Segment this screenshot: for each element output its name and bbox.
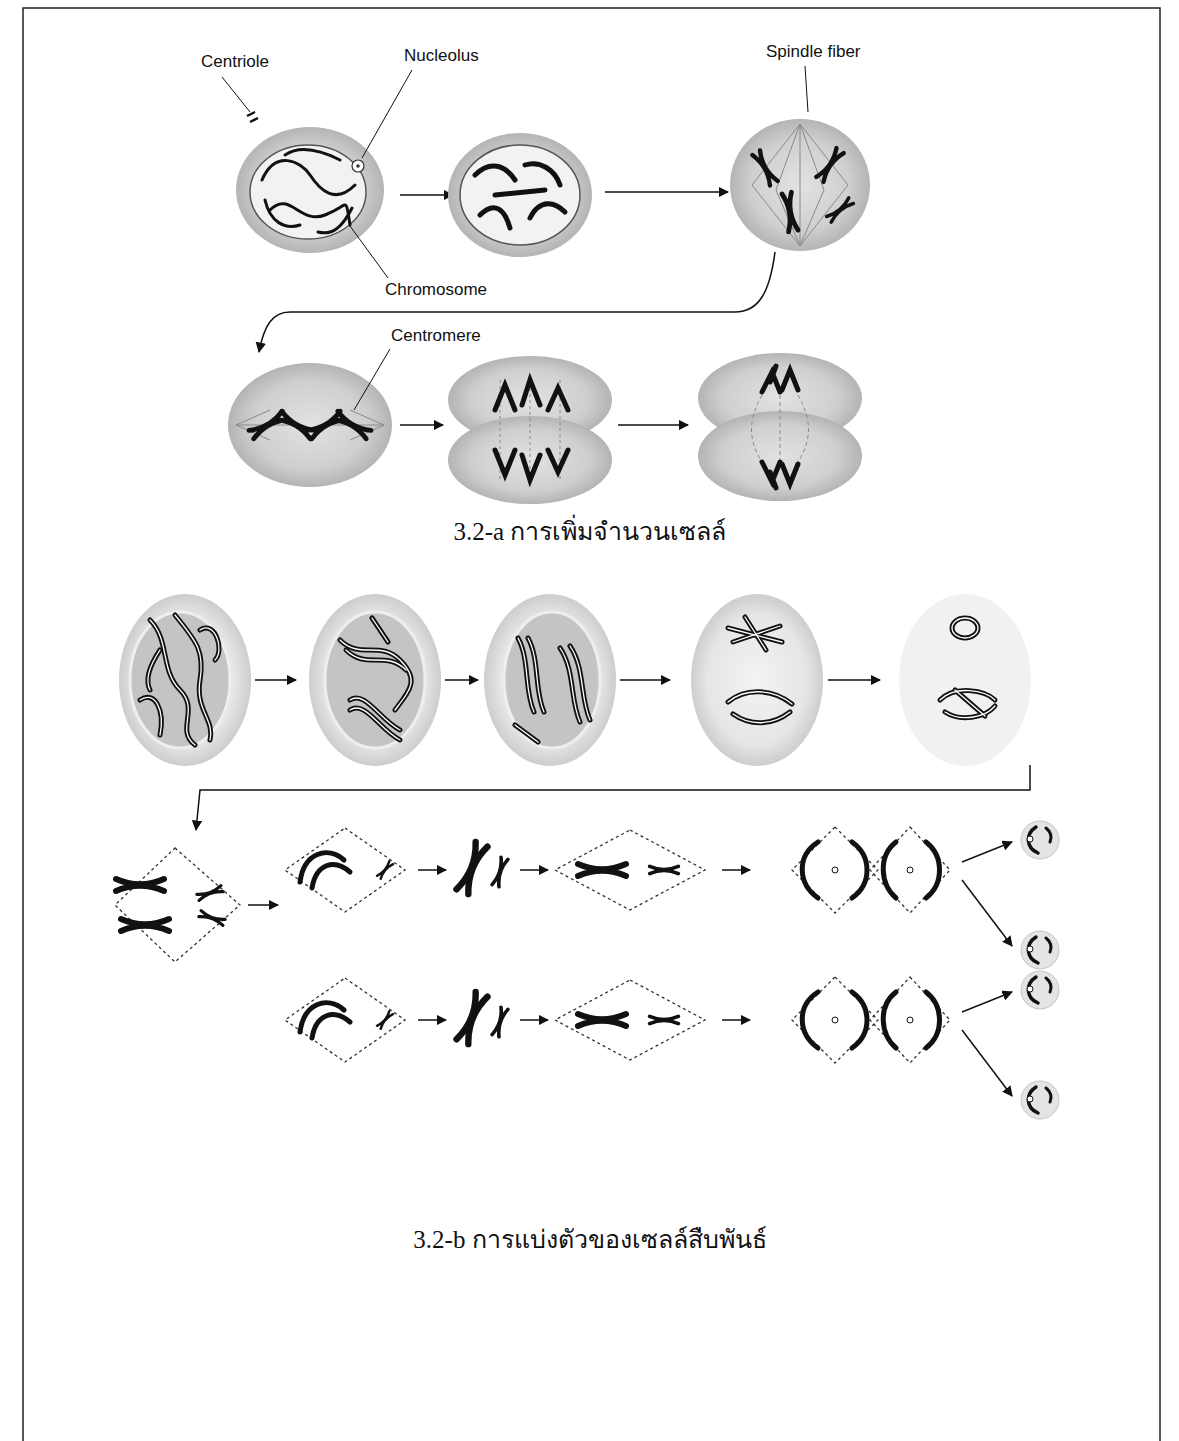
part-label-holder: Chromosome <box>384 280 488 300</box>
part-label-holder: Spindle fiber <box>765 42 862 62</box>
meiosis-cells <box>119 594 1031 830</box>
figure-caption: 3.2-a การเพิ่มจำนวนเซลล์ <box>453 518 728 545</box>
part-label: Centromere <box>390 326 482 345</box>
part-label-holder: Nucleolus <box>403 46 480 66</box>
part-label: Spindle fiber <box>765 42 862 61</box>
part-label: Chromosome <box>384 280 488 299</box>
part-label: Nucleolus <box>403 46 480 65</box>
leader-lines <box>222 66 808 410</box>
figure-caption-holder: 3.2-b การแบ่งตัวของเซลล์สืบพันธ์ <box>240 1224 940 1256</box>
page-frame <box>23 8 1160 1441</box>
figure-caption-holder: 3.2-a การเพิ่มจำนวนเซลล์ <box>240 516 940 548</box>
meiosis-stages <box>115 821 1059 1119</box>
part-label-holder: Centriole <box>200 52 270 72</box>
part-label-holder: Centromere <box>390 326 482 346</box>
mitosis-cells <box>228 112 870 504</box>
figure-caption: 3.2-b การแบ่งตัวของเซลล์สืบพันธ์ <box>412 1226 767 1253</box>
part-label: Centriole <box>200 52 270 71</box>
